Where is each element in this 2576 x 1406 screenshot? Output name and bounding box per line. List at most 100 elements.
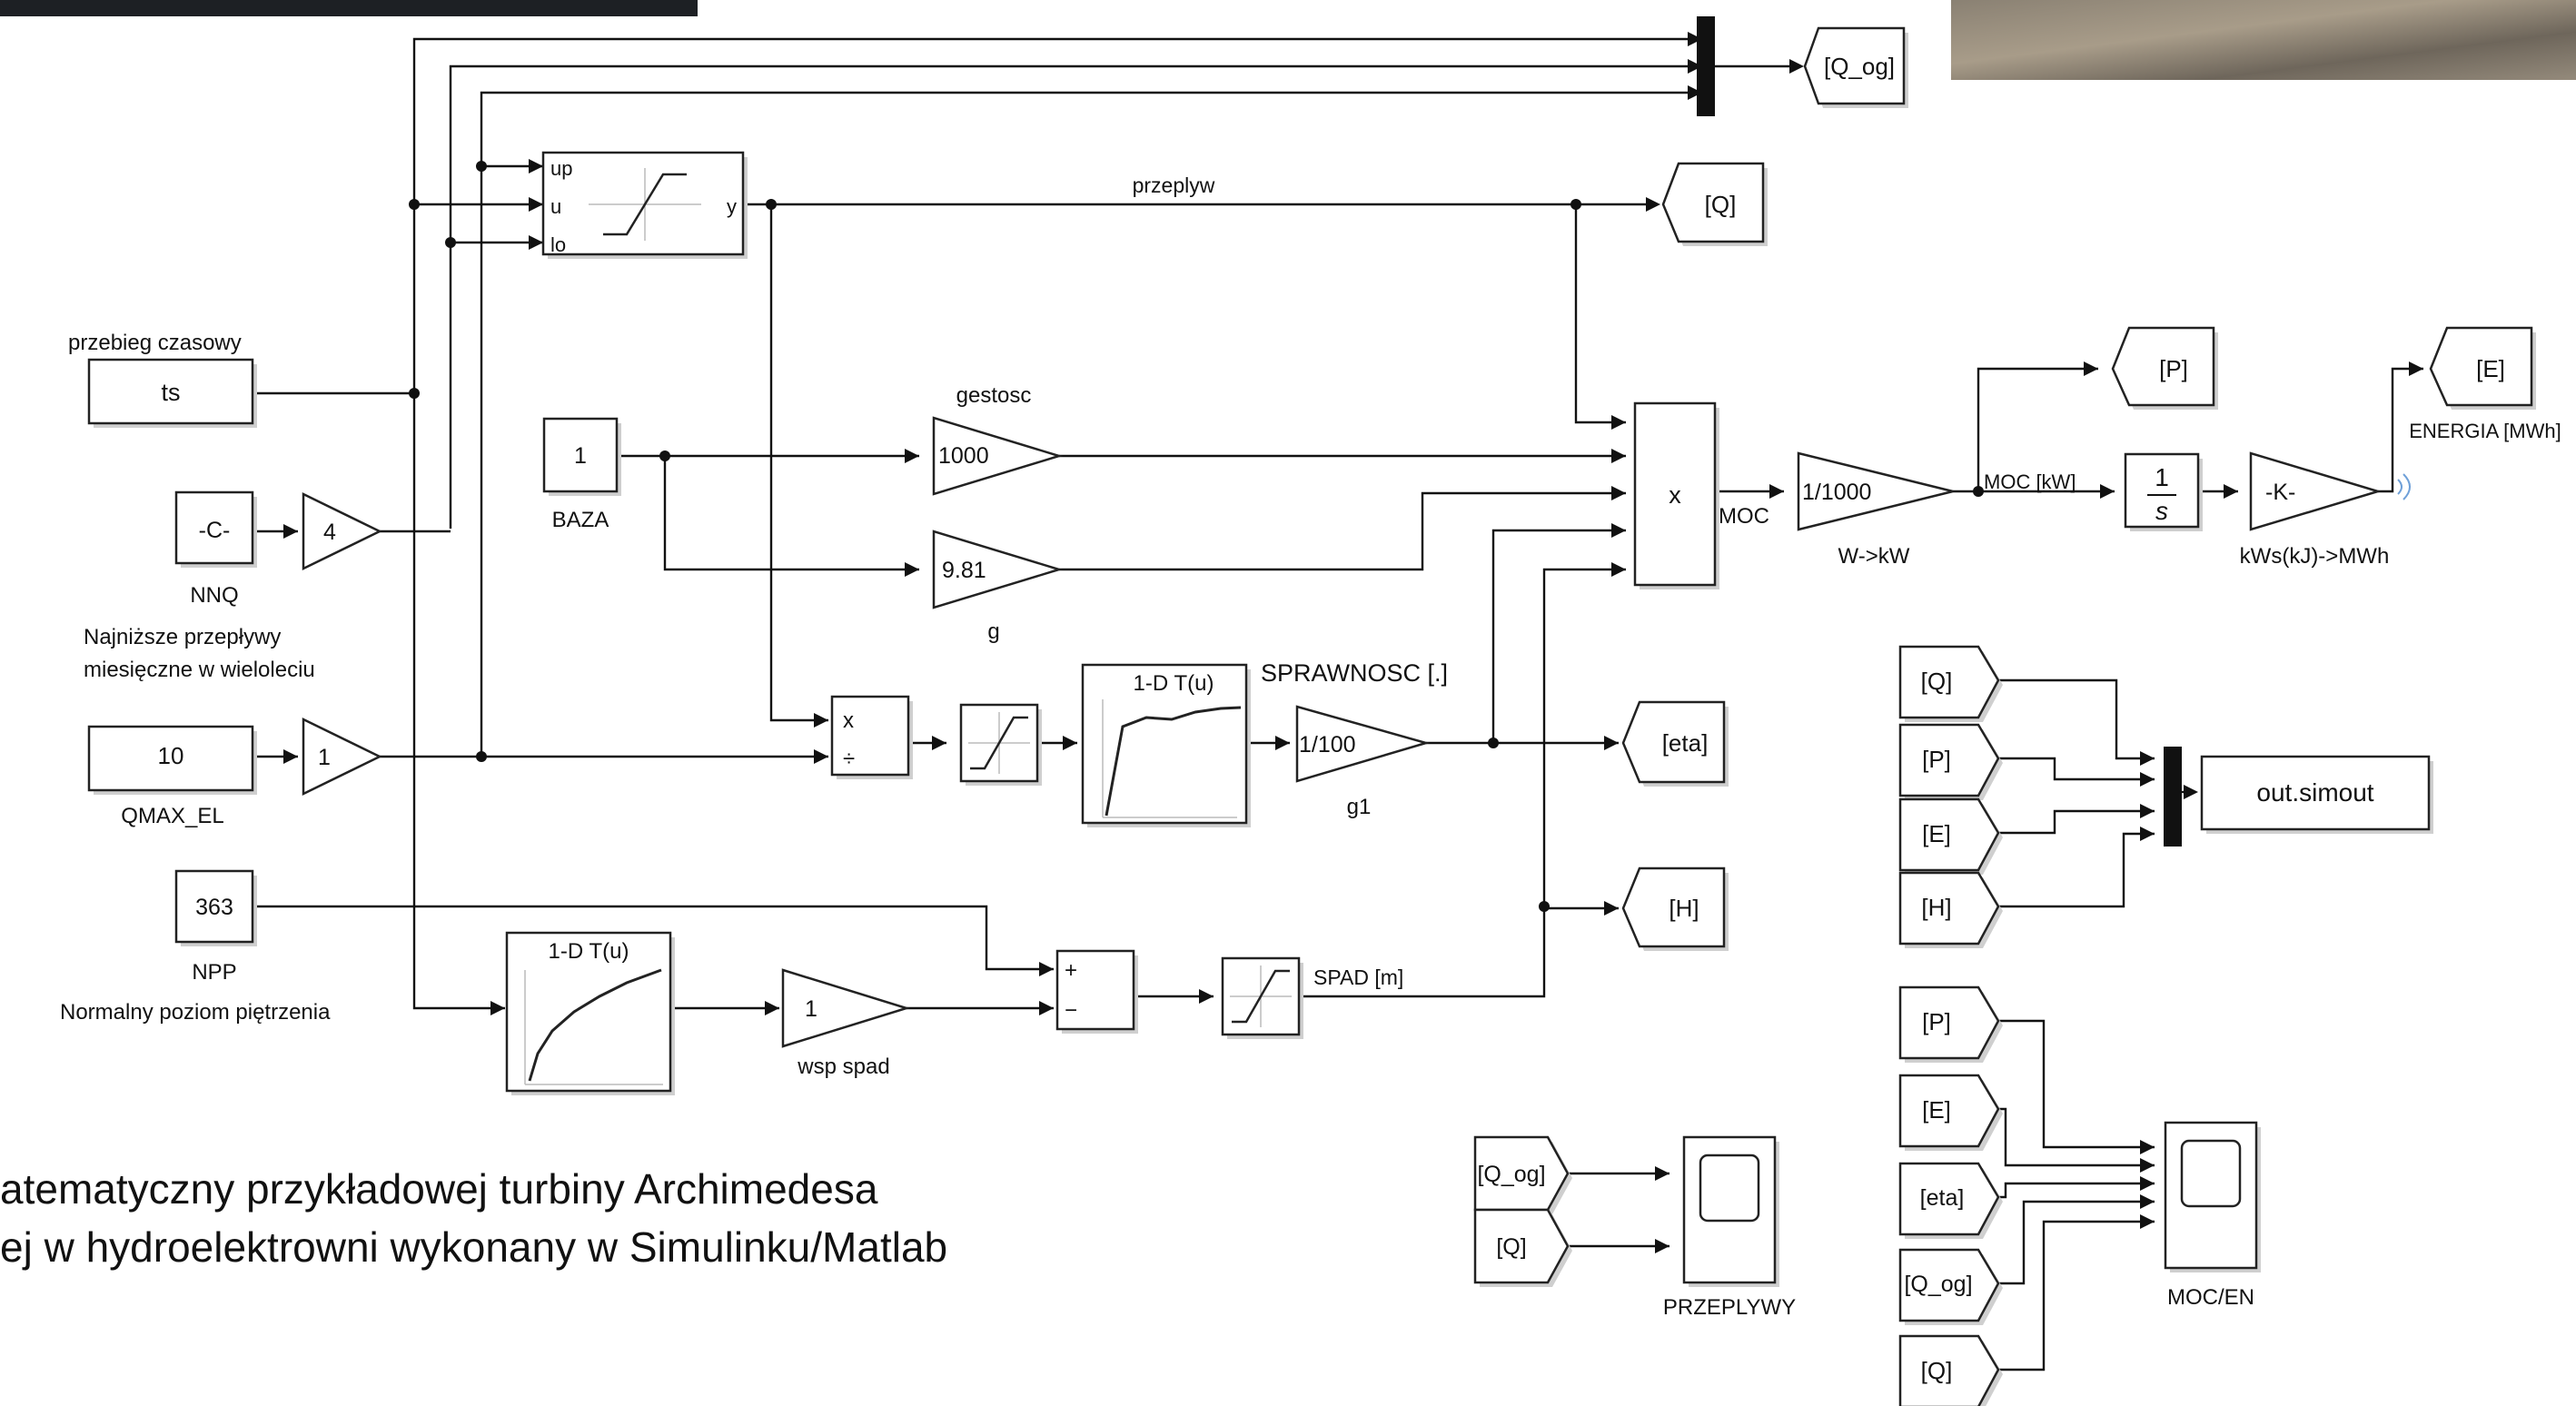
from-e-2[interactable]: [E] [1900, 1075, 2003, 1151]
svg-text:up: up [550, 157, 572, 180]
product-block[interactable]: x [1635, 403, 1719, 589]
wsp-spad-gain-block[interactable]: 1 [783, 970, 907, 1046]
mux-top[interactable] [1697, 16, 1715, 116]
svg-text:[Q_og]: [Q_og] [1477, 1162, 1545, 1187]
svg-text:x: x [843, 708, 854, 733]
from-q-3[interactable]: [Q] [1475, 1210, 1572, 1287]
wsp-spad-label: wsp spad [797, 1054, 889, 1079]
npp-const-block[interactable]: 363 [176, 871, 257, 946]
kws-mwh-label: kWs(kJ)->MWh [2240, 544, 2390, 569]
svg-text:1/1000: 1/1000 [1802, 480, 1871, 505]
from-p-1[interactable]: [P] [1900, 725, 2003, 800]
svg-text:[P]: [P] [1922, 1008, 1951, 1035]
saturation-block-2[interactable] [1223, 958, 1303, 1039]
ts-block[interactable]: ts [89, 360, 257, 428]
svg-text:1/100: 1/100 [1299, 732, 1356, 757]
svg-text:1000: 1000 [938, 443, 989, 469]
svg-text:-K-: -K- [2265, 480, 2295, 505]
nnq-label: NNQ [190, 583, 238, 608]
svg-text:+: + [1065, 958, 1077, 983]
svg-text:1: 1 [2155, 463, 2169, 491]
nnq-gain-block[interactable]: 4 [303, 494, 380, 569]
kws-to-mwh-gain-block[interactable]: -K- [2251, 453, 2378, 530]
svg-text:10: 10 [158, 742, 184, 769]
svg-text:1-D T(u): 1-D T(u) [1134, 671, 1214, 696]
goto-p-top[interactable]: [P] [2113, 328, 2218, 410]
svg-text:[Q]: [Q] [1921, 1357, 1953, 1384]
svg-text:1: 1 [318, 745, 331, 770]
svg-text:[eta]: [eta] [1662, 729, 1709, 757]
gestosc-gain-block[interactable]: 1000 [934, 418, 1059, 494]
from-q-1[interactable]: [Q] [1900, 647, 2003, 722]
saturation-block-1[interactable] [961, 705, 1042, 786]
saturation-dynamic-block[interactable]: up u lo y [543, 153, 748, 259]
svg-text:÷: ÷ [843, 747, 855, 771]
goto-q[interactable]: [Q] [1663, 163, 1768, 246]
g-label: g [987, 619, 999, 644]
photo-fragment-left [0, 0, 698, 16]
nnq-const-block[interactable]: -C- [176, 492, 257, 568]
from-q-og-3[interactable]: [Q_og] [1475, 1137, 1572, 1214]
sum-block[interactable]: + − [1057, 951, 1138, 1034]
caption-line-1: atematyczny przykładowej turbiny Archime… [0, 1165, 878, 1213]
svg-text:[Q_og]: [Q_og] [1824, 53, 1895, 80]
w-kw-label: W->kW [1838, 544, 1910, 569]
moc-kw-label: MOC [kW] [1984, 470, 2076, 493]
from-q-2[interactable]: [Q] [1900, 1336, 2003, 1406]
lookup-table-1[interactable]: 1-D T(u) [1083, 665, 1251, 827]
nnq-desc-line1: Najniższe przepływy [84, 625, 281, 649]
goto-q-og[interactable]: [Q_og] [1805, 28, 1908, 108]
mux-bottom[interactable] [2164, 747, 2182, 847]
from-h-1[interactable]: [H] [1900, 873, 2003, 948]
svg-text:[P]: [P] [1922, 746, 1951, 773]
integrator-block[interactable]: 1 s [2125, 454, 2203, 531]
signal-icon [2398, 474, 2410, 500]
moc-label: MOC [1719, 504, 1769, 529]
svg-text:1-D T(u): 1-D T(u) [549, 939, 629, 964]
svg-text:363: 363 [195, 895, 233, 920]
from-eta-2[interactable]: [eta] [1900, 1163, 2003, 1239]
moc-en-scope[interactable] [2165, 1123, 2261, 1272]
gestosc-label: gestosc [956, 383, 1032, 408]
g1-gain-block[interactable]: 1/100 [1297, 707, 1426, 781]
qmax-gain-block[interactable]: 1 [303, 719, 380, 794]
from-q-og-2[interactable]: [Q_og] [1900, 1250, 2003, 1325]
divide-block[interactable]: x ÷ [832, 697, 913, 779]
goto-e-top[interactable]: [E] [2431, 328, 2536, 410]
from-p-2[interactable]: [P] [1900, 987, 2003, 1063]
przeplyw-label: przeplyw [1133, 173, 1215, 197]
svg-text:[H]: [H] [1921, 894, 1951, 921]
svg-text:[E]: [E] [1922, 820, 1951, 847]
svg-text:−: − [1065, 998, 1077, 1023]
przeplywy-scope[interactable] [1684, 1137, 1779, 1287]
svg-text:4: 4 [323, 520, 336, 545]
svg-text:1: 1 [805, 996, 817, 1022]
svg-text:out.simout: out.simout [2256, 778, 2373, 807]
npp-desc: Normalny poziom piętrzenia [60, 1000, 331, 1025]
to-workspace-block[interactable]: out.simout [2202, 757, 2433, 834]
g-gain-block[interactable]: 9.81 [934, 531, 1059, 608]
svg-text:lo: lo [550, 233, 566, 256]
npp-label: NPP [192, 960, 236, 985]
svg-text:1: 1 [574, 443, 587, 469]
from-e-1[interactable]: [E] [1900, 799, 2003, 875]
svg-text:y: y [727, 195, 737, 218]
lookup-table-2[interactable]: 1-D T(u) [507, 933, 675, 1095]
svg-text:-C-: -C- [199, 518, 231, 543]
qmax-label: QMAX_EL [121, 804, 223, 828]
g1-label: g1 [1347, 795, 1372, 819]
goto-h[interactable]: [H] [1623, 868, 1729, 951]
przeplywy-label: PRZEPLYWY [1663, 1295, 1796, 1320]
photo-fragment-right [1951, 0, 2576, 80]
caption-line-2: ej w hydroelektrowni wykonany w Simulink… [0, 1223, 947, 1271]
baza-const-block[interactable]: 1 [544, 419, 621, 496]
svg-text:[Q]: [Q] [1705, 191, 1737, 218]
w-to-kw-gain-block[interactable]: 1/1000 [1798, 453, 1953, 530]
goto-eta[interactable]: [eta] [1623, 702, 1729, 787]
svg-text:9.81: 9.81 [942, 558, 986, 583]
moc-en-label: MOC/EN [2167, 1285, 2254, 1310]
energia-label: ENERGIA [MWh] [2409, 420, 2561, 442]
svg-text:x: x [1669, 481, 1681, 509]
qmax-const-block[interactable]: 10 [89, 727, 257, 795]
